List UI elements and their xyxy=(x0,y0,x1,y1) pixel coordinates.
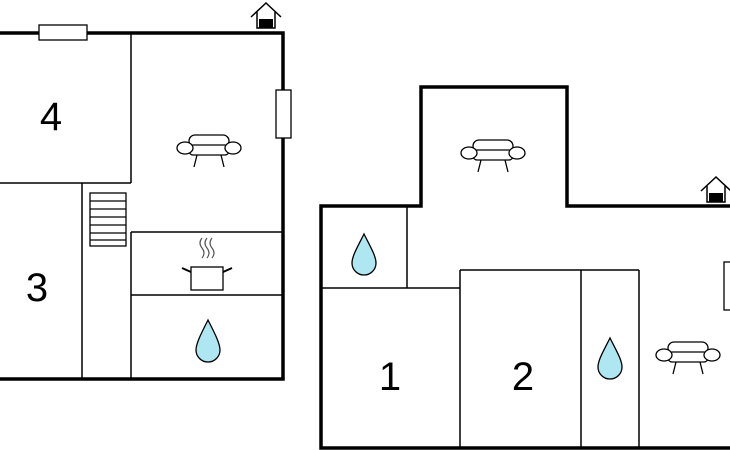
room-label: 2 xyxy=(512,355,534,399)
left-floor: 4 3 xyxy=(0,1,292,381)
sofa-icon xyxy=(655,341,721,375)
room-label: 4 xyxy=(40,95,62,139)
right-floor: 1 2 xyxy=(319,85,730,450)
sofa-icon xyxy=(176,134,242,168)
room-label: 1 xyxy=(379,355,401,399)
water-drop-icon xyxy=(597,336,623,380)
stairs-icon xyxy=(89,192,127,247)
entrance-icon xyxy=(250,1,282,29)
window-icon xyxy=(723,261,730,311)
water-drop-icon xyxy=(195,318,221,363)
cooking-pot-icon xyxy=(181,237,233,291)
water-drop-icon xyxy=(351,232,377,276)
left-floor-outer-wall xyxy=(0,31,285,381)
room-label: 3 xyxy=(26,266,48,310)
sofa-icon xyxy=(460,139,526,173)
window-icon xyxy=(275,89,292,139)
window-icon xyxy=(38,24,88,41)
right-floor-outer-wall xyxy=(319,85,730,450)
entrance-icon xyxy=(700,175,730,203)
